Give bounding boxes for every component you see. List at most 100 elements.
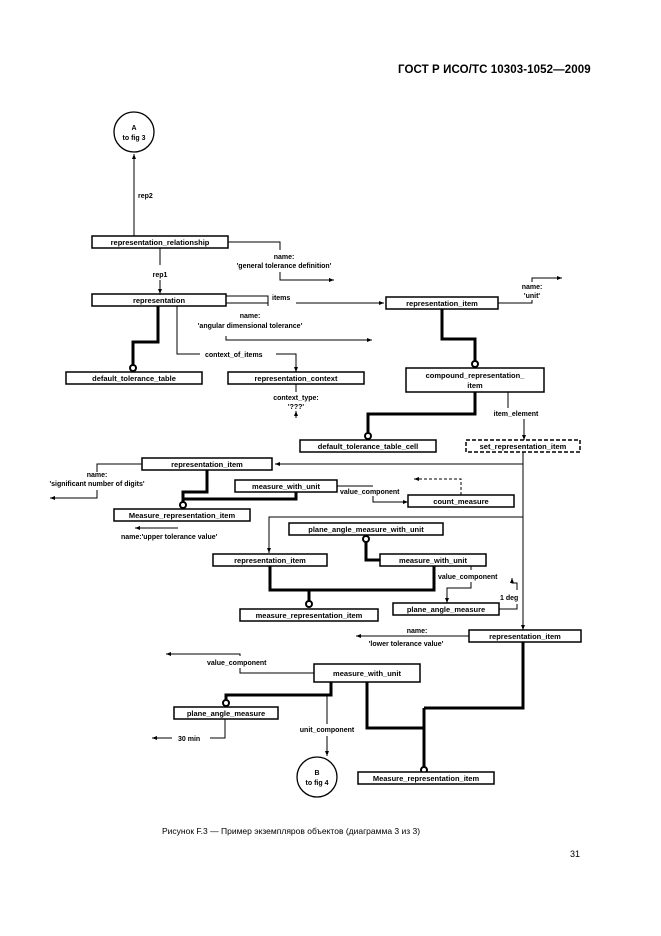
connector-b: B to fig 4 (296, 756, 338, 798)
entity-label: measure_with_unit (399, 556, 467, 565)
entity-compound-representation-item: compound_representation_ item (405, 367, 545, 393)
entity-label: representation_item (406, 299, 478, 308)
entity-label: representation (133, 296, 186, 305)
set-branch-mid (267, 516, 523, 553)
entity-label: representation_context (255, 374, 338, 383)
entity-label: Measure_representation_item (129, 511, 236, 520)
name-lower-value: 'lower tolerance value' (369, 641, 444, 648)
connector-b-ref: to fig 4 (306, 780, 329, 787)
name-unit-value: 'unit' (524, 293, 540, 300)
items-label: items (272, 295, 290, 302)
items-line-a (226, 295, 269, 306)
context-type-value: '???' (288, 404, 304, 411)
entity-label: set_representation_item (480, 442, 567, 451)
connector-a-letter: A (131, 125, 136, 132)
name-angular-arrow (225, 336, 372, 342)
value-component-1-label: value_component (340, 489, 400, 496)
entity-count-measure: count_measure (407, 494, 515, 508)
name-unit-arrow (531, 276, 562, 282)
count-measure-value-arrow (414, 477, 462, 495)
name-general-value: 'general tolerance definition' (237, 263, 332, 270)
one-deg-arrow (510, 578, 518, 590)
name-upper-label: name:'upper tolerance value' (121, 534, 218, 541)
entity-measure-representation-item-mid: measure_representation_item (239, 608, 379, 622)
name-sig-arrow (50, 490, 98, 500)
entity-label: measure_representation_item (256, 611, 363, 620)
mid-composite-link (268, 566, 436, 592)
name-general-key: name: (274, 254, 295, 261)
rep1-label: rep1 (153, 272, 168, 279)
default-table-cell-link (366, 392, 477, 436)
entity-measure-representation-item-lower: Measure_representation_item (357, 771, 495, 785)
mwu3-to-mri-lower (365, 682, 424, 730)
name-general-line (228, 241, 281, 250)
entity-label: plane_angle_measure (407, 605, 485, 614)
compound-item-link (440, 309, 477, 364)
thirty-min-line (210, 719, 226, 739)
entity-representation: representation (91, 293, 227, 307)
entity-label: Measure_representation_item (373, 774, 480, 783)
sig-to-measure-item (181, 470, 209, 506)
pamwu-link (364, 539, 380, 562)
value-component-3-line (239, 668, 314, 674)
entity-representation-context: representation_context (227, 371, 365, 385)
context-type-key: context_type: (273, 395, 319, 402)
thirty-min-label: 30 min (178, 736, 200, 743)
figure-caption: Рисунок F.3 — Пример экземпляров объекто… (162, 826, 421, 836)
page-number: 31 (570, 849, 581, 859)
entity-representation-item-top: representation_item (385, 296, 499, 310)
value-component-3-label: value_component (207, 660, 267, 667)
rep2-label: rep2 (138, 193, 153, 200)
entity-label: representation_item (489, 632, 561, 641)
entity-measure-with-unit-3: measure_with_unit (313, 663, 421, 683)
name-general-arrow (279, 272, 334, 282)
entity-set-representation-item: set_representation_item (465, 439, 581, 453)
entity-plane-angle-measure-1: plane_angle_measure (392, 602, 500, 616)
value-component-2-arrow (445, 582, 472, 603)
mwu1-to-measure-item (183, 492, 298, 501)
entity-plane-angle-measure-2: plane_angle_measure (173, 706, 279, 720)
entity-representation-item-sig: representation_item (141, 457, 273, 471)
entity-label: count_measure (433, 497, 488, 506)
entity-label: representation_item (171, 460, 243, 469)
context-of-items-arrow (276, 353, 298, 372)
entity-measure-with-unit-2: measure_with_unit (379, 553, 487, 567)
mwu3-to-pam2 (224, 682, 333, 704)
entity-default-tolerance-table: default_tolerance_table (65, 371, 203, 385)
name-unit-key: name: (522, 284, 543, 291)
context-of-items-line (176, 306, 200, 355)
entity-label: plane_angle_measure_with_unit (308, 525, 424, 534)
value-component-1-arrow (372, 496, 408, 504)
entity-representation-relationship: representation_relationship (91, 235, 229, 249)
name-sig-line (96, 463, 142, 472)
one-deg-line (499, 604, 518, 610)
connector-a: A to fig 3 (113, 111, 155, 153)
entity-default-tolerance-table-cell: default_tolerance_table_cell (299, 439, 437, 453)
entity-plane-angle-measure-with-unit: plane_angle_measure_with_unit (288, 522, 444, 536)
entity-label-line2: item (467, 381, 483, 390)
item-element-label: item_element (494, 411, 539, 418)
entity-label: default_tolerance_table_cell (318, 442, 418, 451)
entity-measure-representation-item-upper: Measure_representation_item (113, 508, 251, 522)
connector-b-letter: B (314, 770, 319, 777)
name-sig-key: name: (87, 472, 108, 479)
name-angular-value: 'angular dimensional tolerance' (198, 323, 303, 330)
lower-item-link (424, 642, 525, 710)
entity-label: measure_with_unit (333, 669, 401, 678)
document-header: ГОСТ Р ИСО/ТС 10303-1052—2009 (398, 64, 591, 76)
entity-label: representation_item (234, 556, 306, 565)
entity-measure-with-unit-1: measure_with_unit (234, 479, 338, 493)
value-component-3-arrow (166, 652, 241, 656)
entity-label: representation_relationship (111, 238, 210, 247)
entity-label: default_tolerance_table (92, 374, 176, 383)
unit-component-label: unit_component (300, 727, 355, 734)
context-of-items-label: context_of_items (205, 352, 263, 359)
entity-label: plane_angle_measure (187, 709, 265, 718)
name-angular-key: name: (240, 313, 261, 320)
name-lower-key: name: (407, 628, 428, 635)
connector-a-ref: to fig 3 (123, 135, 146, 142)
name-sig-value: 'significant number of digits' (49, 481, 144, 488)
entity-representation-item-mid: representation_item (212, 553, 328, 567)
default-tolerance-table-link (131, 306, 160, 370)
